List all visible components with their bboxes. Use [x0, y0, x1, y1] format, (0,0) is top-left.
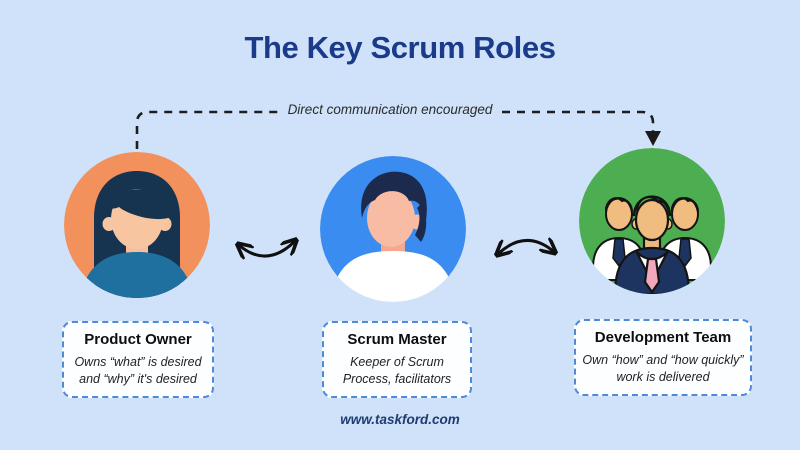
- scrum-master-card: Scrum Master Keeper of Scrum Process, fa…: [322, 321, 472, 399]
- role-description: Own “how” and “how quickly” work is deli…: [582, 352, 744, 384]
- woman-avatar-icon: [64, 152, 210, 298]
- role-name: Scrum Master: [347, 331, 447, 348]
- scrum-master-avatar: [320, 156, 466, 302]
- role-name: Development Team: [594, 329, 732, 346]
- connector-label: Direct communication encouraged: [287, 102, 493, 117]
- role-description: Owns “what” is desired and “why” it's de…: [74, 354, 202, 386]
- page-title: The Key Scrum Roles: [244, 30, 556, 65]
- down-arrow-head-icon: [645, 131, 661, 146]
- man-avatar-icon: [320, 156, 466, 302]
- role-name: Product Owner: [84, 331, 192, 348]
- dashed-communication-line: [135, 110, 661, 149]
- bidirectional-arrow-right-icon: [499, 240, 553, 253]
- product-owner-card: Product Owner Owns “what” is desired and…: [62, 321, 214, 399]
- development-team-card: Development Team Own “how” and “how quic…: [574, 319, 752, 397]
- team-avatar-icon: [579, 148, 725, 294]
- development-team-avatar: [579, 148, 725, 294]
- role-description: Keeper of Scrum Process, facilitators: [342, 354, 452, 386]
- bidirectional-arrow-left-icon: [240, 242, 294, 256]
- product-owner-avatar: [64, 152, 210, 298]
- website-url: www.taskford.com: [340, 412, 460, 427]
